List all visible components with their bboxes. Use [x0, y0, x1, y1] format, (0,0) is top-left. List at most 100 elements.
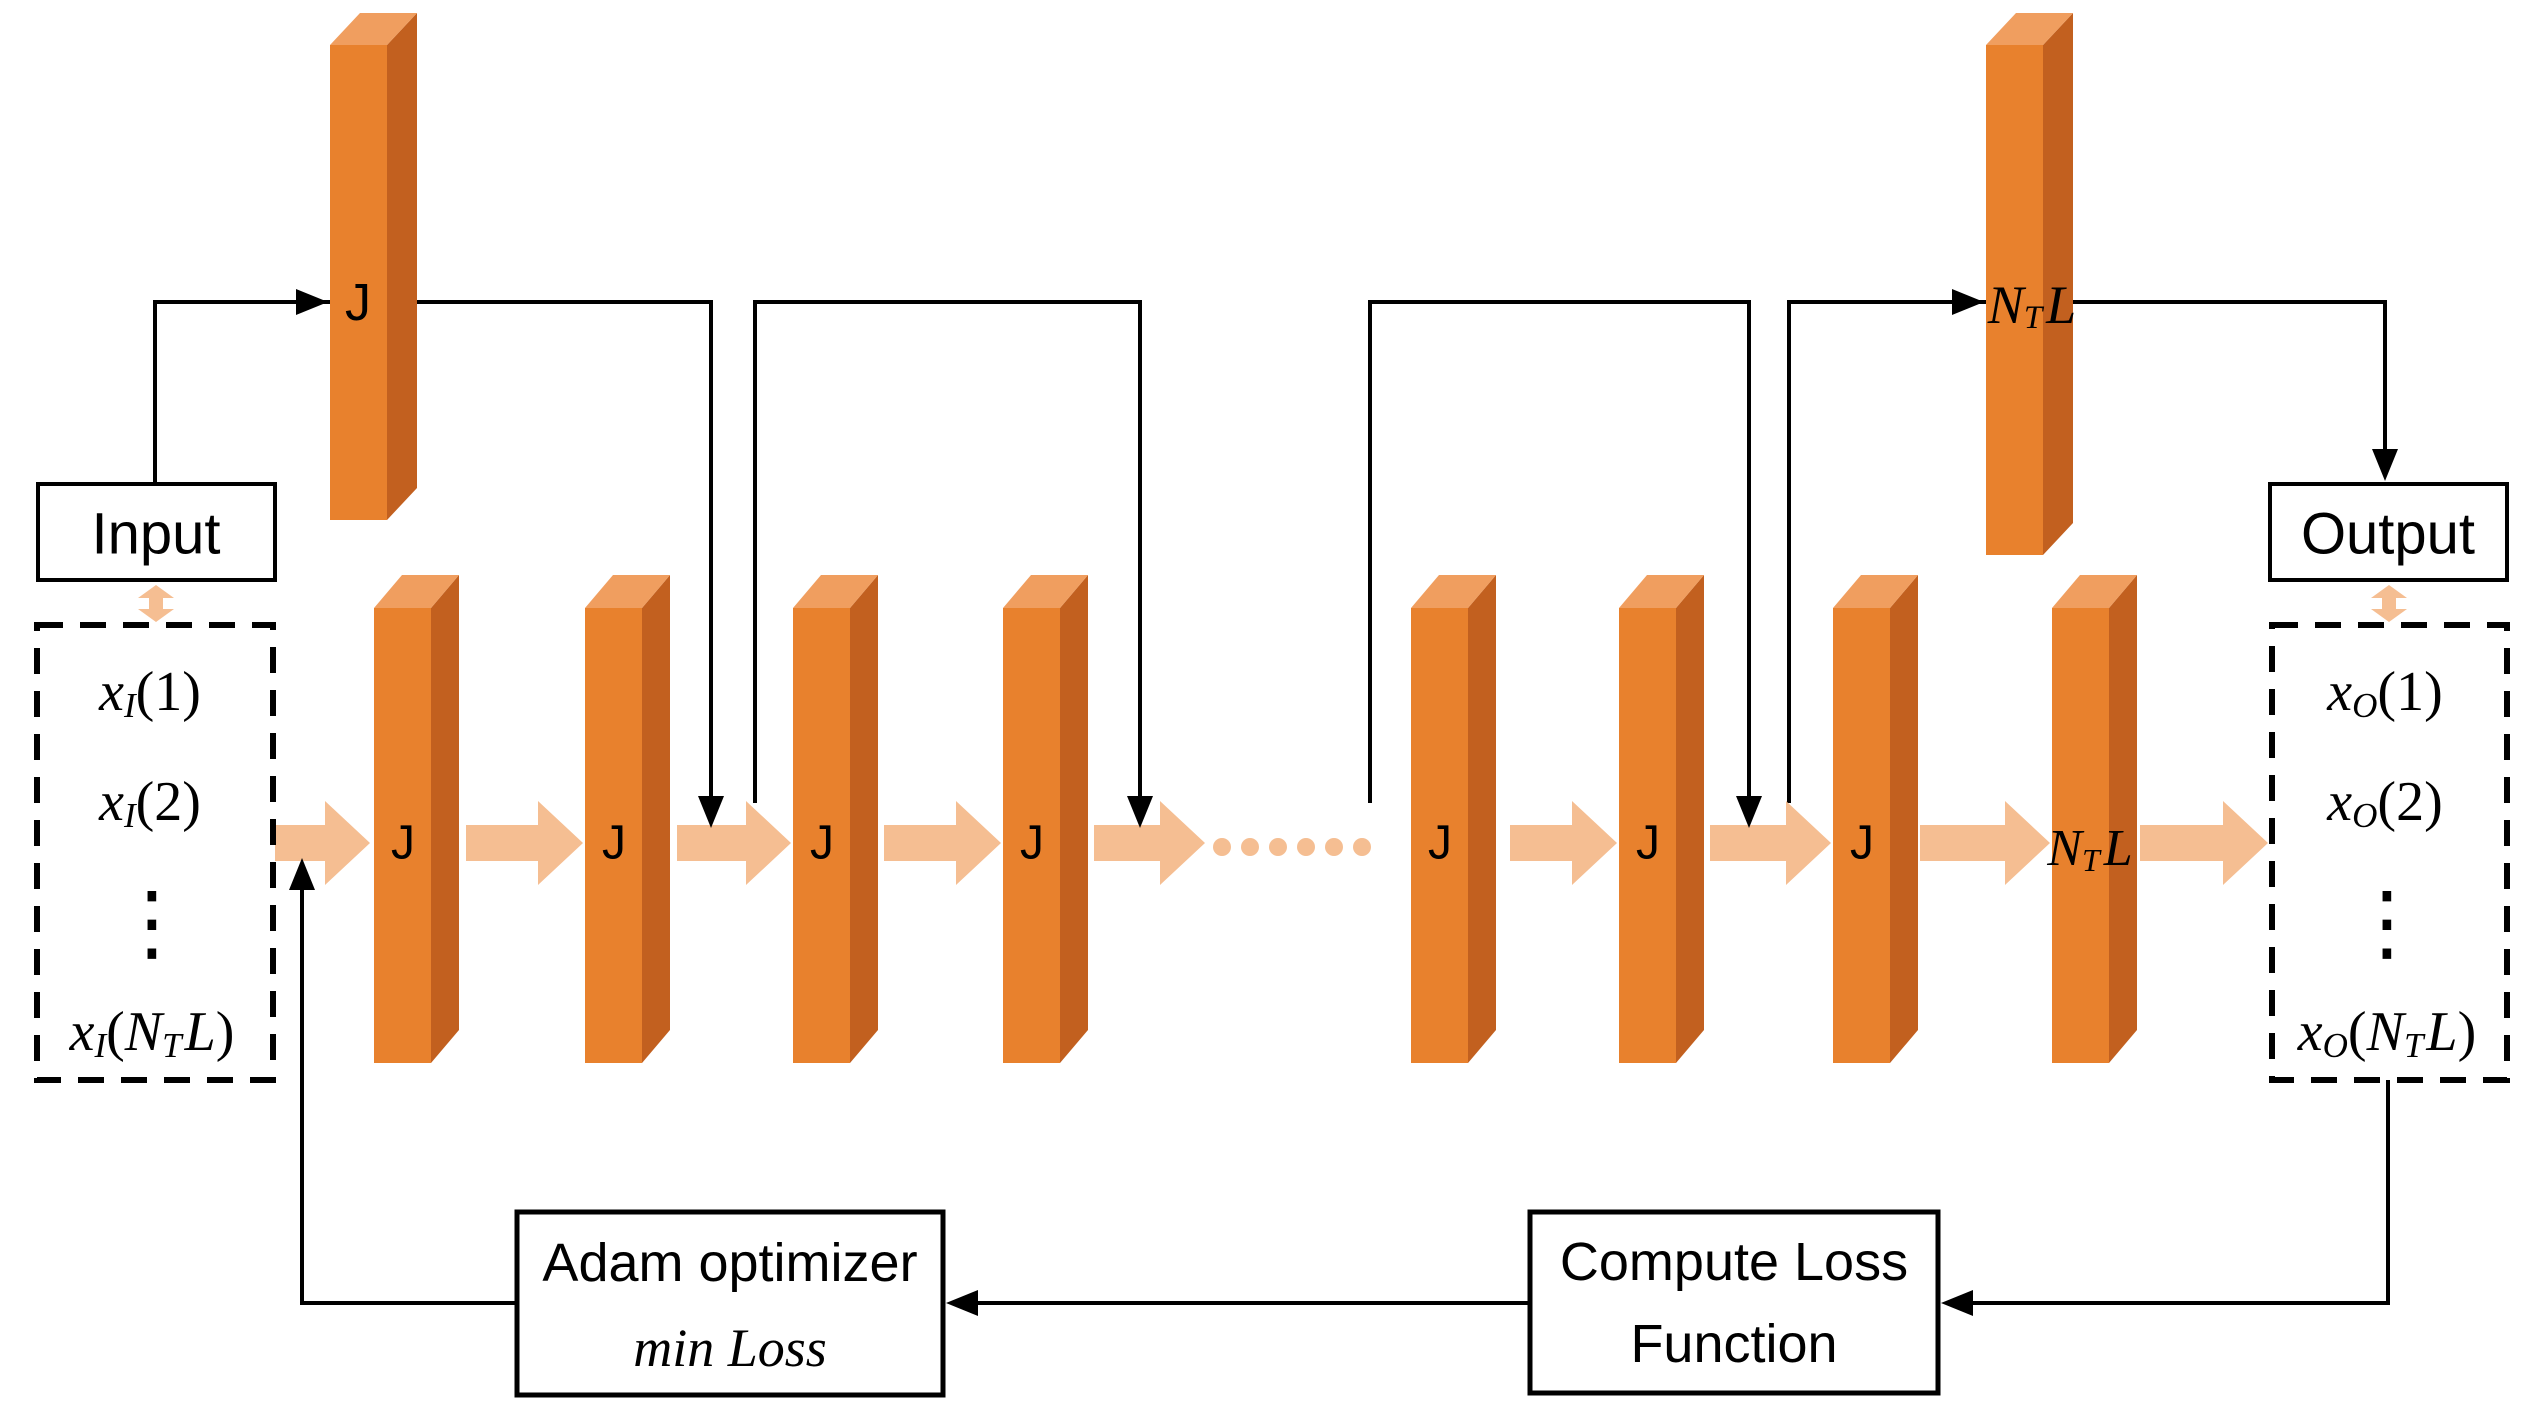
output-vector-item-1: xO(1) — [2326, 661, 2442, 725]
j-bar-1-label: J — [391, 817, 415, 870]
j-bar-3-label: J — [810, 817, 834, 870]
ellipsis-dot — [1213, 838, 1231, 856]
flow-arrow-7-8 — [1920, 801, 2050, 885]
arrowhead-down-2 — [1127, 796, 1153, 828]
input-vector-item-2: xI(2) — [98, 771, 201, 835]
ellipsis-dot — [1241, 838, 1259, 856]
arrowhead-into-loss-box — [1941, 1290, 1973, 1316]
arrowhead-into-adam-box — [946, 1290, 978, 1316]
bar-front-face — [793, 608, 850, 1063]
bar-top-face — [1411, 575, 1496, 608]
flow-arrow-1-2 — [466, 801, 583, 885]
arrowhead-down-3 — [1736, 796, 1762, 828]
tall-bar-left-label: J — [345, 274, 371, 332]
input-box-label: Input — [92, 502, 221, 567]
bar-front-face — [1411, 608, 1468, 1063]
bar-side-face — [1468, 575, 1496, 1063]
tall-bar-right — [1986, 13, 2073, 555]
bar-side-face — [2043, 13, 2073, 555]
flow-arrow-output — [2140, 801, 2268, 885]
adam-box-label-line1: Adam optimizer — [542, 1233, 917, 1293]
bar-side-face — [1890, 575, 1918, 1063]
j-bar-3 — [793, 575, 878, 1063]
flow-arrow-input — [275, 801, 370, 885]
output-box-label: Output — [2301, 502, 2475, 567]
j-bar-2 — [585, 575, 670, 1063]
j-bar-6 — [1619, 575, 1704, 1063]
tall-bar-left — [330, 13, 417, 520]
feedback-line-output-to-loss — [1968, 1080, 2390, 1305]
j-bar-5 — [1411, 575, 1496, 1063]
bars — [330, 13, 2137, 1063]
arrowhead-into-tall-bar-right — [1952, 289, 1984, 315]
j-bar-2-label: J — [602, 817, 626, 870]
ellipsis-dot — [1325, 838, 1343, 856]
j-bar-4-label: J — [1020, 817, 1044, 870]
flow-ellipsis-dots — [1213, 838, 1371, 856]
loss-box-label-line2: Function — [1630, 1314, 1837, 1374]
j-bar-6-label: J — [1636, 817, 1660, 870]
j-bar-1 — [374, 575, 459, 1063]
bar-top-face — [374, 575, 459, 608]
arrowhead-into-output-box — [2372, 449, 2398, 481]
adam-box-label-line2: min Loss — [633, 1318, 827, 1378]
feedback-line-adam-to-flow — [300, 888, 517, 1305]
ntl-bar-label: NTL — [2046, 820, 2132, 879]
bar-side-face — [1060, 575, 1088, 1063]
arrowhead-up-into-flow — [289, 858, 315, 890]
skip-line-input-to-block1 — [153, 300, 713, 800]
output-double-arrow — [2371, 585, 2407, 622]
ellipsis-dot — [1269, 838, 1287, 856]
bar-top-face — [1003, 575, 1088, 608]
bar-front-face — [330, 45, 387, 520]
j-bar-4 — [1003, 575, 1088, 1063]
loss-box — [1527, 1209, 1941, 1396]
bar-top-face — [1986, 13, 2073, 45]
bar-top-face — [793, 575, 878, 608]
loss-box-label-line1: Compute Loss — [1560, 1232, 1908, 1292]
flow-arrow-6-7 — [1710, 801, 1831, 885]
flow-arrow-2-3 — [677, 801, 791, 885]
output-vector-item-n: xO(NTL) — [2297, 1001, 2476, 1065]
output-vector-item-2: xO(2) — [2326, 771, 2442, 835]
bar-front-face — [1003, 608, 1060, 1063]
tall-bar-right-label: NTL — [1987, 275, 2076, 336]
flow-arrows — [138, 585, 2407, 885]
arrowhead-into-tall-bar-left — [296, 289, 328, 315]
bar-side-face — [642, 575, 670, 1063]
bar-top-face — [1833, 575, 1918, 608]
bar-front-face — [1833, 608, 1890, 1063]
skip-line-tap2 — [1368, 300, 1751, 803]
bar-side-face — [2109, 575, 2137, 1063]
arrowhead-down-1 — [698, 796, 724, 828]
input-vector-item-n: xI(NTL) — [69, 1001, 235, 1065]
bar-top-face — [330, 13, 417, 45]
bar-top-face — [1619, 575, 1704, 608]
bar-top-face — [585, 575, 670, 608]
skip-line-tap3-to-output — [1787, 300, 2387, 803]
ntl-bar — [2052, 575, 2137, 1063]
bar-side-face — [431, 575, 459, 1063]
flow-arrow-3-4 — [884, 801, 1001, 885]
j-bar-5-label: J — [1428, 817, 1452, 870]
bar-side-face — [1676, 575, 1704, 1063]
bar-front-face — [2052, 608, 2109, 1063]
input-double-arrow — [138, 585, 174, 622]
adam-box — [514, 1209, 946, 1398]
skip-connection-lines — [153, 300, 2387, 803]
flow-arrow-5-6 — [1510, 801, 1617, 885]
j-bar-7 — [1833, 575, 1918, 1063]
bar-side-face — [850, 575, 878, 1063]
input-vector-vdots: ⋮ — [110, 873, 194, 971]
output-vector-vdots: ⋮ — [2345, 873, 2429, 971]
bar-front-face — [585, 608, 642, 1063]
input-vector-item-1: xI(1) — [98, 661, 201, 725]
arrowheads — [289, 289, 2398, 1316]
bar-front-face — [374, 608, 431, 1063]
bar-side-face — [387, 13, 417, 520]
feedback-lines — [300, 888, 2390, 1305]
input-box — [36, 482, 277, 582]
j-bar-7-label: J — [1850, 817, 1874, 870]
